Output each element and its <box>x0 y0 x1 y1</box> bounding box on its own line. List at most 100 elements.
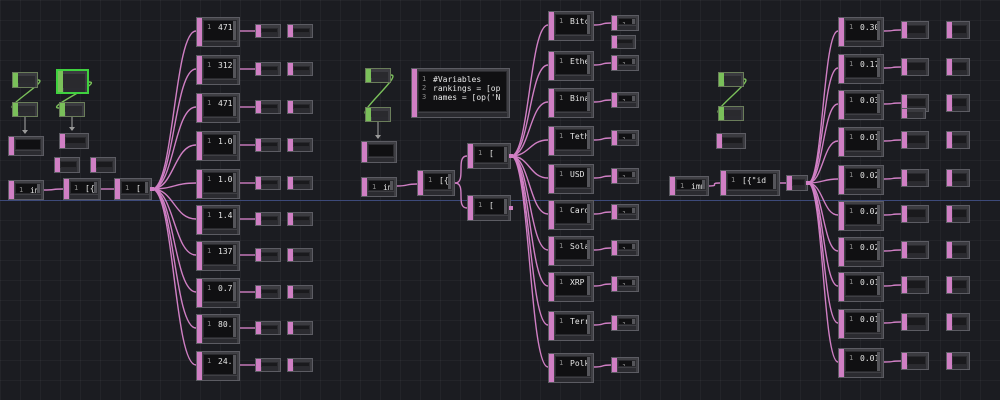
viewer-scrollbar[interactable] <box>632 208 635 213</box>
output-node[interactable] <box>901 276 929 294</box>
label-output-node[interactable]: 1T <box>611 130 639 146</box>
output-node[interactable] <box>901 313 929 331</box>
viewer-scrollbar[interactable] <box>587 92 590 111</box>
label-output-node[interactable]: 1B <box>611 92 639 108</box>
viewer-scrollbar[interactable] <box>390 181 393 190</box>
viewer-scrollbar[interactable] <box>877 58 880 77</box>
value-node[interactable]: 11.402 <box>196 205 240 235</box>
green-chop-node[interactable] <box>365 107 391 122</box>
viewer-scrollbar[interactable] <box>233 209 236 228</box>
viewer-scrollbar[interactable] <box>877 352 880 371</box>
viewer-scrollbar[interactable] <box>632 59 635 64</box>
output-node[interactable] <box>946 276 970 294</box>
output-node[interactable] <box>901 352 929 370</box>
label-output-node[interactable]: 1C <box>611 204 639 220</box>
viewer-scrollbar[interactable] <box>448 174 451 189</box>
viewer-scrollbar[interactable] <box>587 357 590 376</box>
viewer-scrollbar[interactable] <box>587 55 590 74</box>
viewer-scrollbar[interactable] <box>587 168 590 187</box>
output-node[interactable] <box>287 248 313 262</box>
viewer-scrollbar[interactable] <box>877 94 880 113</box>
output-node[interactable] <box>255 321 281 335</box>
viewer-scrollbar[interactable] <box>233 355 236 374</box>
green-chop-node[interactable] <box>718 72 744 87</box>
value-node[interactable]: 13122. <box>196 55 240 85</box>
viewer-scrollbar[interactable] <box>632 96 635 101</box>
output-node[interactable] <box>946 313 970 331</box>
viewer-scrollbar[interactable] <box>587 240 590 259</box>
green-chop-node[interactable] <box>59 102 85 117</box>
viewer-scrollbar[interactable] <box>587 276 590 295</box>
green-chop-node[interactable] <box>12 72 38 88</box>
name-node[interactable]: 1Tethe <box>548 126 594 156</box>
dat-node[interactable] <box>54 157 80 173</box>
output-node[interactable] <box>255 62 281 76</box>
viewer-scrollbar[interactable] <box>632 19 635 24</box>
output-node[interactable] <box>255 358 281 372</box>
dat-node[interactable] <box>59 133 89 149</box>
viewer-scrollbar[interactable] <box>145 182 148 193</box>
viewer-scrollbar[interactable] <box>587 130 590 149</box>
output-connector[interactable] <box>150 187 154 191</box>
output-node[interactable] <box>287 176 313 190</box>
output-node[interactable] <box>901 58 929 76</box>
viewer-scrollbar[interactable] <box>632 172 635 177</box>
value-node[interactable]: 10.742 <box>196 278 240 308</box>
select-dat-node[interactable]: 1[ <box>114 178 152 200</box>
viewer-scrollbar[interactable] <box>233 59 236 78</box>
viewer-scrollbar[interactable] <box>877 21 880 40</box>
value-node[interactable]: 11.000 <box>196 169 240 199</box>
output-node[interactable] <box>287 138 313 152</box>
viewer-scrollbar[interactable] <box>877 276 880 295</box>
output-connector[interactable] <box>509 154 513 158</box>
viewer-scrollbar[interactable] <box>587 204 590 223</box>
output-node[interactable] <box>611 35 636 49</box>
output-node[interactable] <box>287 321 313 335</box>
name-node[interactable]: 1Bitco <box>548 11 594 41</box>
label-output-node[interactable]: 1 <box>611 55 639 71</box>
green-chop-node[interactable] <box>718 106 744 121</box>
value-node[interactable]: 180.1e <box>196 314 240 344</box>
output-node[interactable] <box>946 205 970 223</box>
output-node[interactable] <box>946 58 970 76</box>
output-connector[interactable] <box>509 206 513 210</box>
value-node[interactable]: 14716. <box>196 17 240 47</box>
output-node[interactable] <box>946 169 970 187</box>
select-dat-node[interactable] <box>786 175 808 191</box>
output-node[interactable] <box>901 169 929 187</box>
label-output-node[interactable]: 1X <box>611 276 639 292</box>
viewer-scrollbar[interactable] <box>877 205 880 224</box>
viewer-scrollbar[interactable] <box>233 282 236 301</box>
output-node[interactable] <box>901 205 929 223</box>
output-connector[interactable] <box>806 181 810 185</box>
output-node[interactable] <box>287 24 313 38</box>
output-node[interactable] <box>255 176 281 190</box>
output-node[interactable] <box>255 100 281 114</box>
name-node[interactable]: 1Cardo <box>548 200 594 230</box>
viewer-scrollbar[interactable] <box>233 21 236 40</box>
output-node[interactable] <box>287 212 313 226</box>
output-node[interactable] <box>255 248 281 262</box>
dat-node[interactable] <box>8 136 44 156</box>
viewer-scrollbar[interactable] <box>877 169 880 188</box>
output-node[interactable] <box>287 100 313 114</box>
output-node[interactable] <box>287 62 313 76</box>
output-node[interactable] <box>901 21 929 39</box>
green-chop-node[interactable] <box>12 102 38 117</box>
